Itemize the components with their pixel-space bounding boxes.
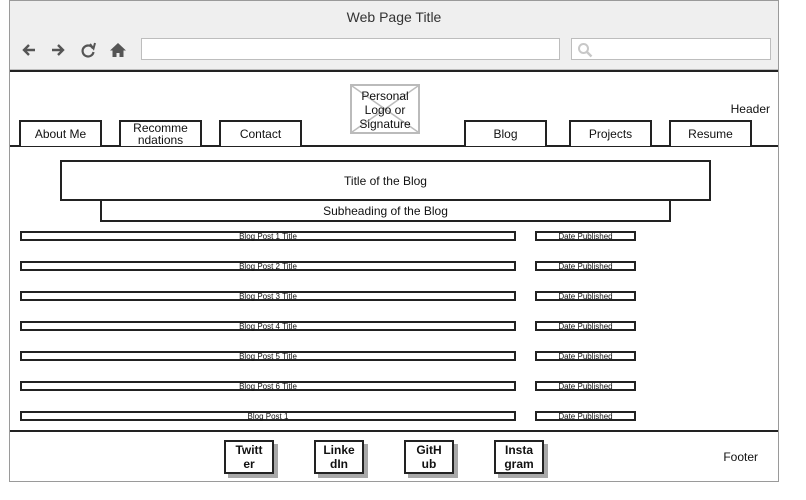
blog-post-date: Date Published xyxy=(535,381,636,391)
blog-post-title-link[interactable]: Blog Post 1 Title xyxy=(20,231,516,241)
blog-post-date: Date Published xyxy=(535,231,636,241)
page-header: Personal Logo or Signature Header About … xyxy=(10,70,778,147)
blog-post-title-link[interactable]: Blog Post 6 Title xyxy=(20,381,516,391)
blog-post-date: Date Published xyxy=(535,321,636,331)
search-icon xyxy=(577,42,593,63)
search-input[interactable] xyxy=(571,38,771,60)
address-bar[interactable] xyxy=(141,38,560,60)
blog-post-title-link[interactable]: Blog Post 5 Title xyxy=(20,351,516,361)
nav-tab-about-me[interactable]: About Me xyxy=(19,120,102,146)
footer-label: Footer xyxy=(723,450,758,464)
blog-title-text: Title of the Blog xyxy=(344,173,427,188)
nav-tab-label: Resume xyxy=(688,127,733,141)
twitter-button[interactable]: Twitt er xyxy=(224,440,274,474)
nav-tab-label: About Me xyxy=(34,127,87,141)
blog-post-title-link[interactable]: Blog Post 2 Title xyxy=(20,261,516,271)
nav-tab-label: Blog xyxy=(493,127,518,141)
nav-tab-blog[interactable]: Blog xyxy=(464,120,547,146)
nav-tab-resume[interactable]: Resume xyxy=(669,120,752,146)
header-label: Header xyxy=(730,102,770,116)
blog-post-date: Date Published xyxy=(535,261,636,271)
blog-subtitle: Subheading of the Blog xyxy=(100,201,671,222)
blog-title: Title of the Blog xyxy=(60,160,711,201)
browser-window: Web Page Title Per xyxy=(9,0,779,482)
window-title-bar: Web Page Title xyxy=(10,1,778,34)
blog-subtitle-text: Subheading of the Blog xyxy=(323,203,448,218)
blog-post-title-link[interactable]: Blog Post 1 xyxy=(20,411,516,421)
back-arrow-icon[interactable] xyxy=(20,41,38,59)
nav-tab-label: Contact xyxy=(239,127,282,141)
personal-logo[interactable]: Personal Logo or Signature xyxy=(350,84,420,134)
nav-tab-contact[interactable]: Contact xyxy=(219,120,302,146)
linkedin-button[interactable]: Linke dIn xyxy=(314,440,364,474)
window-title: Web Page Title xyxy=(346,9,442,25)
github-button[interactable]: GitH ub xyxy=(404,440,454,474)
nav-tab-recommendations[interactable]: Recomme ndations xyxy=(119,120,202,146)
image-placeholder-icon xyxy=(352,86,418,132)
home-icon[interactable] xyxy=(109,41,127,59)
blog-post-date: Date Published xyxy=(535,351,636,361)
nav-tab-label: Recomme ndations xyxy=(133,121,188,147)
forward-arrow-icon[interactable] xyxy=(49,41,67,59)
blog-post-date: Date Published xyxy=(535,291,636,301)
blog-post-date: Date Published xyxy=(535,411,636,421)
logo-text: Personal Logo or Signature xyxy=(359,89,411,131)
reload-icon[interactable] xyxy=(79,41,97,59)
nav-tab-label: Projects xyxy=(588,127,633,141)
browser-toolbar xyxy=(10,33,778,70)
instagram-button[interactable]: Insta gram xyxy=(494,440,544,474)
blog-post-title-link[interactable]: Blog Post 3 Title xyxy=(20,291,516,301)
page-footer: Twitt er Linke dIn GitH ub Insta gram Fo… xyxy=(10,430,778,482)
nav-tab-projects[interactable]: Projects xyxy=(569,120,652,146)
blog-post-title-link[interactable]: Blog Post 4 Title xyxy=(20,321,516,331)
